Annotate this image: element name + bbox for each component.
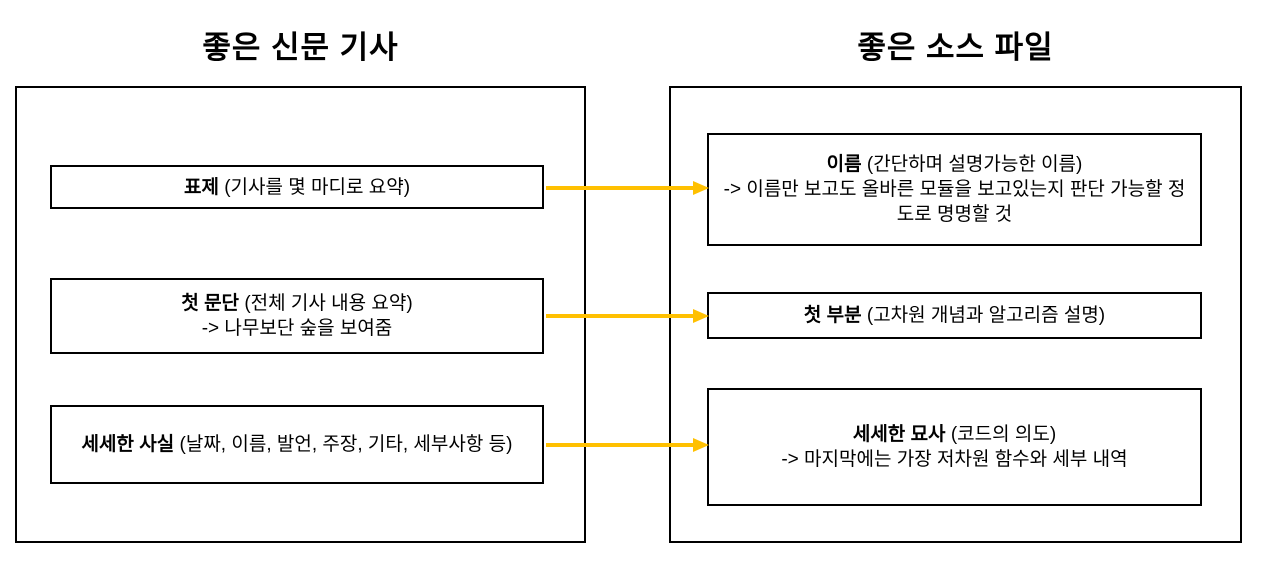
first-part-box: 첫 부분 (고차원 개념과 알고리즘 설명) bbox=[707, 292, 1202, 339]
first-part-box-text: 첫 부분 (고차원 개념과 알고리즘 설명) bbox=[804, 303, 1105, 328]
name-box-note: -> 이름만 보고도 올바른 모듈을 보고있는지 판단 가능할 정도로 명명할 … bbox=[723, 179, 1186, 225]
headline-box-desc: (기사를 몇 마디로 요약) bbox=[224, 176, 411, 198]
detailed-facts-box-title: 세세한 사실 bbox=[81, 434, 175, 455]
first-paragraph-box-desc: (전체 기사 내용 요약) bbox=[244, 293, 413, 314]
right-column-title: 좋은 소스 파일 bbox=[857, 29, 1054, 65]
first-paragraph-box-text: 첫 문단 (전체 기사 내용 요약) bbox=[181, 291, 412, 316]
detailed-description-box-desc: (코드의 의도) bbox=[950, 424, 1057, 445]
first-paragraph-box-note: -> 나무보단 숲을 보여줌 bbox=[201, 318, 393, 339]
headline-box-title: 표제 bbox=[183, 176, 219, 198]
headline-box: 표제 (기사를 몇 마디로 요약) bbox=[50, 165, 544, 209]
name-box-title: 이름 bbox=[826, 154, 862, 175]
detailed-facts-box-desc: (날짜, 이름, 발언, 주장, 기타, 세부사항 등) bbox=[179, 434, 513, 455]
name-box-desc: (간단하며 설명가능한 이름) bbox=[866, 154, 1083, 175]
detailed-description-box-text: 세세한 묘사 (코드의 의도) bbox=[853, 422, 1056, 447]
left-column-title: 좋은 신문 기사 bbox=[202, 29, 399, 65]
detailed-description-box-note: -> 마지막에는 가장 저차원 함수와 세부 내역 bbox=[781, 449, 1128, 470]
first-part-box-desc: (고차원 개념과 알고리즘 설명) bbox=[866, 305, 1106, 326]
first-paragraph-box: 첫 문단 (전체 기사 내용 요약) -> 나무보단 숲을 보여줌 bbox=[50, 278, 544, 354]
detailed-description-box-title: 세세한 묘사 bbox=[852, 424, 946, 445]
name-box-text: 이름 (간단하며 설명가능한 이름) bbox=[827, 152, 1083, 177]
name-box: 이름 (간단하며 설명가능한 이름) -> 이름만 보고도 올바른 모듈을 보고… bbox=[707, 133, 1202, 246]
detailed-description-box: 세세한 묘사 (코드의 의도) -> 마지막에는 가장 저차원 함수와 세부 내… bbox=[707, 388, 1202, 506]
headline-box-text: 표제 (기사를 몇 마디로 요약) bbox=[184, 175, 410, 200]
detailed-facts-box: 세세한 사실 (날짜, 이름, 발언, 주장, 기타, 세부사항 등) bbox=[50, 405, 544, 484]
first-paragraph-box-title: 첫 문단 bbox=[181, 293, 240, 314]
first-part-box-title: 첫 부분 bbox=[803, 305, 862, 326]
detailed-facts-box-text: 세세한 사실 (날짜, 이름, 발언, 주장, 기타, 세부사항 등) bbox=[82, 432, 513, 457]
